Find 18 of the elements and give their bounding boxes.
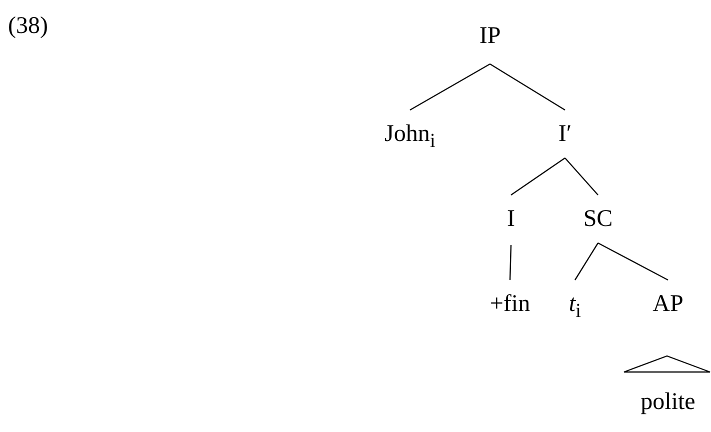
tree-branch <box>564 158 598 196</box>
tree-node-label: AP <box>648 280 688 328</box>
tree-node-label: +fin <box>486 280 534 328</box>
tree-node-label: t$_{i}$ <box>564 280 586 335</box>
tree-node-label: I′ <box>554 110 576 158</box>
example-number: (38) <box>8 12 48 40</box>
tree-branch <box>574 242 599 280</box>
tree-branch <box>490 63 566 111</box>
tree-node-label: John$_{i}$ <box>380 110 440 165</box>
tree-branch <box>510 158 566 196</box>
tree-branch <box>509 244 512 280</box>
tree-node-label: polite <box>636 388 700 416</box>
tree-branch <box>410 63 490 111</box>
tree-node-label: I <box>503 195 519 245</box>
tree-branch <box>598 242 668 281</box>
tree-node-label: IP <box>475 12 505 64</box>
triangle-symbol <box>623 355 711 373</box>
tree-node-label: SC <box>579 195 617 243</box>
